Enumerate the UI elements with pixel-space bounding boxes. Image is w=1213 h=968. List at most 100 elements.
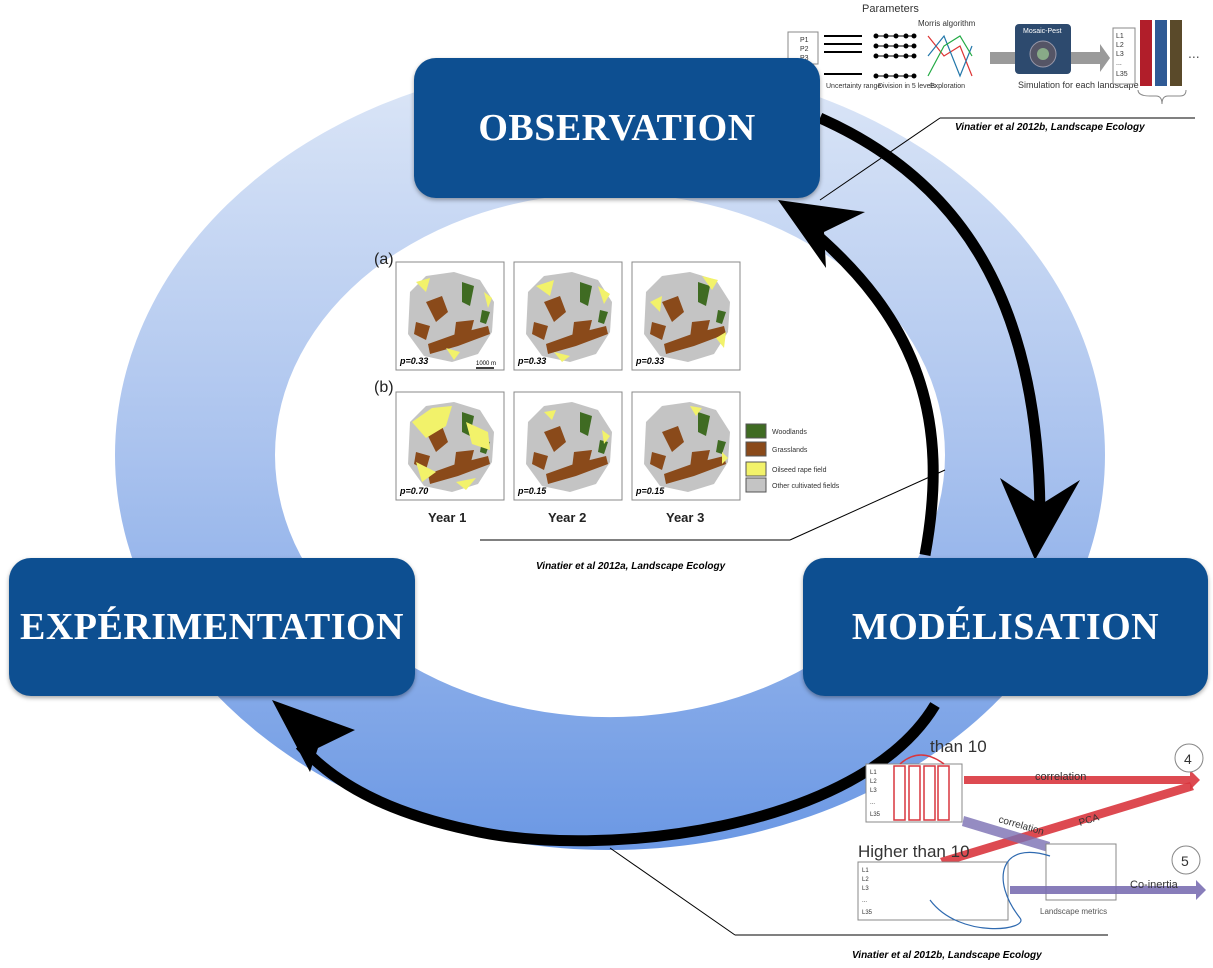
modelisation-label: MODÉLISATION	[851, 606, 1160, 648]
high-row-l1: L1	[862, 868, 869, 874]
arrow-modelisation-to-experimentation	[295, 702, 940, 847]
pca-arrow	[940, 782, 1194, 866]
p-label-a3: p=0.33	[635, 356, 664, 366]
circle-5	[1171, 845, 1201, 875]
higher-than-label: Higher than 10	[858, 842, 970, 861]
p-label-a2: p=0.33	[517, 356, 546, 366]
experimentation-label: EXPÉRIMENTATION	[19, 606, 404, 648]
landscape-metrics-label: Landscape metrics	[1040, 907, 1107, 916]
citation-bottom-right: Vinatier et al 2012b, Landscape Ecology	[852, 950, 1042, 961]
low-row-dots: ...	[870, 800, 875, 806]
division-dots	[873, 33, 917, 79]
legend-label-woodlands: Woodlands	[772, 429, 807, 436]
citation-middle: Vinatier et al 2012a, Landscape Ecology	[536, 561, 726, 572]
lower-than-label: than 10	[930, 737, 987, 756]
map-a3	[631, 261, 741, 371]
scale-label: 1000 m	[476, 361, 496, 367]
observation-label: OBSERVATION	[478, 107, 756, 149]
circle-5-label: 5	[1181, 853, 1189, 869]
connector-curve	[929, 851, 1051, 930]
year-1-label: Year 1	[428, 510, 466, 525]
correlation-purple-arrow	[962, 816, 1050, 852]
arrow-head-to-experimentation	[272, 700, 355, 772]
morris-label: Morris algorithm	[918, 19, 976, 28]
low-row-l1: L1	[870, 770, 877, 776]
row-a-label: (a)	[374, 251, 394, 268]
map-a1	[395, 261, 505, 371]
legend-swatch-oilseed	[745, 461, 767, 477]
landscape-l35: L35	[1116, 71, 1128, 78]
model-name: Mosaic-Pest	[1023, 28, 1062, 35]
map-b2	[513, 391, 623, 501]
pointer-line-middle-diag	[789, 469, 946, 541]
year-3-label: Year 3	[666, 510, 704, 525]
legend-label-other: Other cultivated fields	[772, 483, 840, 490]
landscape-l3: L3	[1116, 51, 1124, 58]
output-brace	[1137, 89, 1187, 105]
arrow-head-to-modelisation	[1000, 478, 1080, 560]
ellipsis: ...	[1188, 45, 1200, 61]
observation-box: OBSERVATION	[414, 58, 820, 198]
low-row-l35: L35	[870, 812, 881, 818]
landscape-l2: L2	[1116, 42, 1124, 49]
exploration-paths	[927, 34, 973, 78]
legend-swatch-woodlands	[745, 423, 767, 439]
high-row-l2: L2	[862, 877, 869, 883]
exploration-label: Exploration	[930, 83, 965, 90]
p-label-b2: p=0.15	[517, 486, 547, 496]
arrow-head-to-observation	[778, 200, 865, 268]
simulation-label: Simulation for each landscape	[1018, 80, 1139, 90]
circle-4	[1174, 743, 1204, 773]
map-b1	[395, 391, 505, 501]
modelisation-box: MODÉLISATION	[803, 558, 1208, 696]
param-p2: P2	[800, 46, 809, 53]
pointer-line-top	[819, 117, 941, 201]
output-bar-blue	[1155, 20, 1167, 86]
low-table-highlights	[893, 754, 950, 821]
p-label-a1: p=0.33	[399, 356, 428, 366]
landscape-list-box	[1112, 27, 1136, 85]
high-table	[857, 861, 1009, 921]
division-label: Division in 5 levels	[878, 83, 936, 90]
high-row-l3: L3	[862, 886, 869, 892]
experimentation-box: EXPÉRIMENTATION	[9, 558, 415, 696]
arrow-observation-to-modelisation	[817, 112, 1046, 521]
low-row-l2: L2	[870, 779, 877, 785]
high-row-l35: L35	[862, 910, 873, 916]
arrow-modelisation-to-observation	[801, 220, 939, 556]
correlation-arrow	[964, 770, 1200, 790]
low-table	[865, 763, 963, 823]
row-b-label: (b)	[374, 379, 394, 396]
citation-top-right: Vinatier et al 2012b, Landscape Ecology	[955, 122, 1145, 133]
beetle-icon	[1037, 48, 1049, 60]
map-b3	[631, 391, 741, 501]
legend-label-grasslands: Grasslands	[772, 447, 808, 454]
p-label-b1: p=0.70	[399, 486, 428, 496]
map-a2	[513, 261, 623, 371]
legend-swatch-grasslands	[745, 441, 767, 457]
landscape-legend: Woodlands Grasslands Oilseed rape field …	[745, 423, 840, 493]
uncertainty-lines	[824, 35, 862, 75]
correlation-label-1: correlation	[1035, 771, 1086, 783]
pointer-line-bottom	[609, 847, 736, 936]
landscape-l1: L1	[1116, 33, 1124, 40]
legend-swatch-other	[745, 477, 767, 493]
co-inertia-arrow	[1010, 880, 1206, 900]
legend-label-oilseed: Oilseed rape field	[772, 467, 827, 474]
year-2-label: Year 2	[548, 510, 586, 525]
output-bar-red	[1140, 20, 1152, 86]
p-label-b3: p=0.15	[635, 486, 665, 496]
co-inertia-label: Co-inertia	[1130, 879, 1179, 891]
landscape-dots: ...	[1116, 60, 1122, 67]
parameters-label: Parameters	[862, 3, 919, 15]
param-p1: P1	[800, 37, 809, 44]
low-row-l3: L3	[870, 788, 877, 794]
high-row-dots: ...	[862, 898, 867, 904]
circle-4-label: 4	[1184, 751, 1192, 767]
output-bar-brown	[1170, 20, 1182, 86]
uncertainty-range-label: Uncertainty range	[826, 83, 881, 90]
pca-label: PCA	[1078, 812, 1101, 829]
